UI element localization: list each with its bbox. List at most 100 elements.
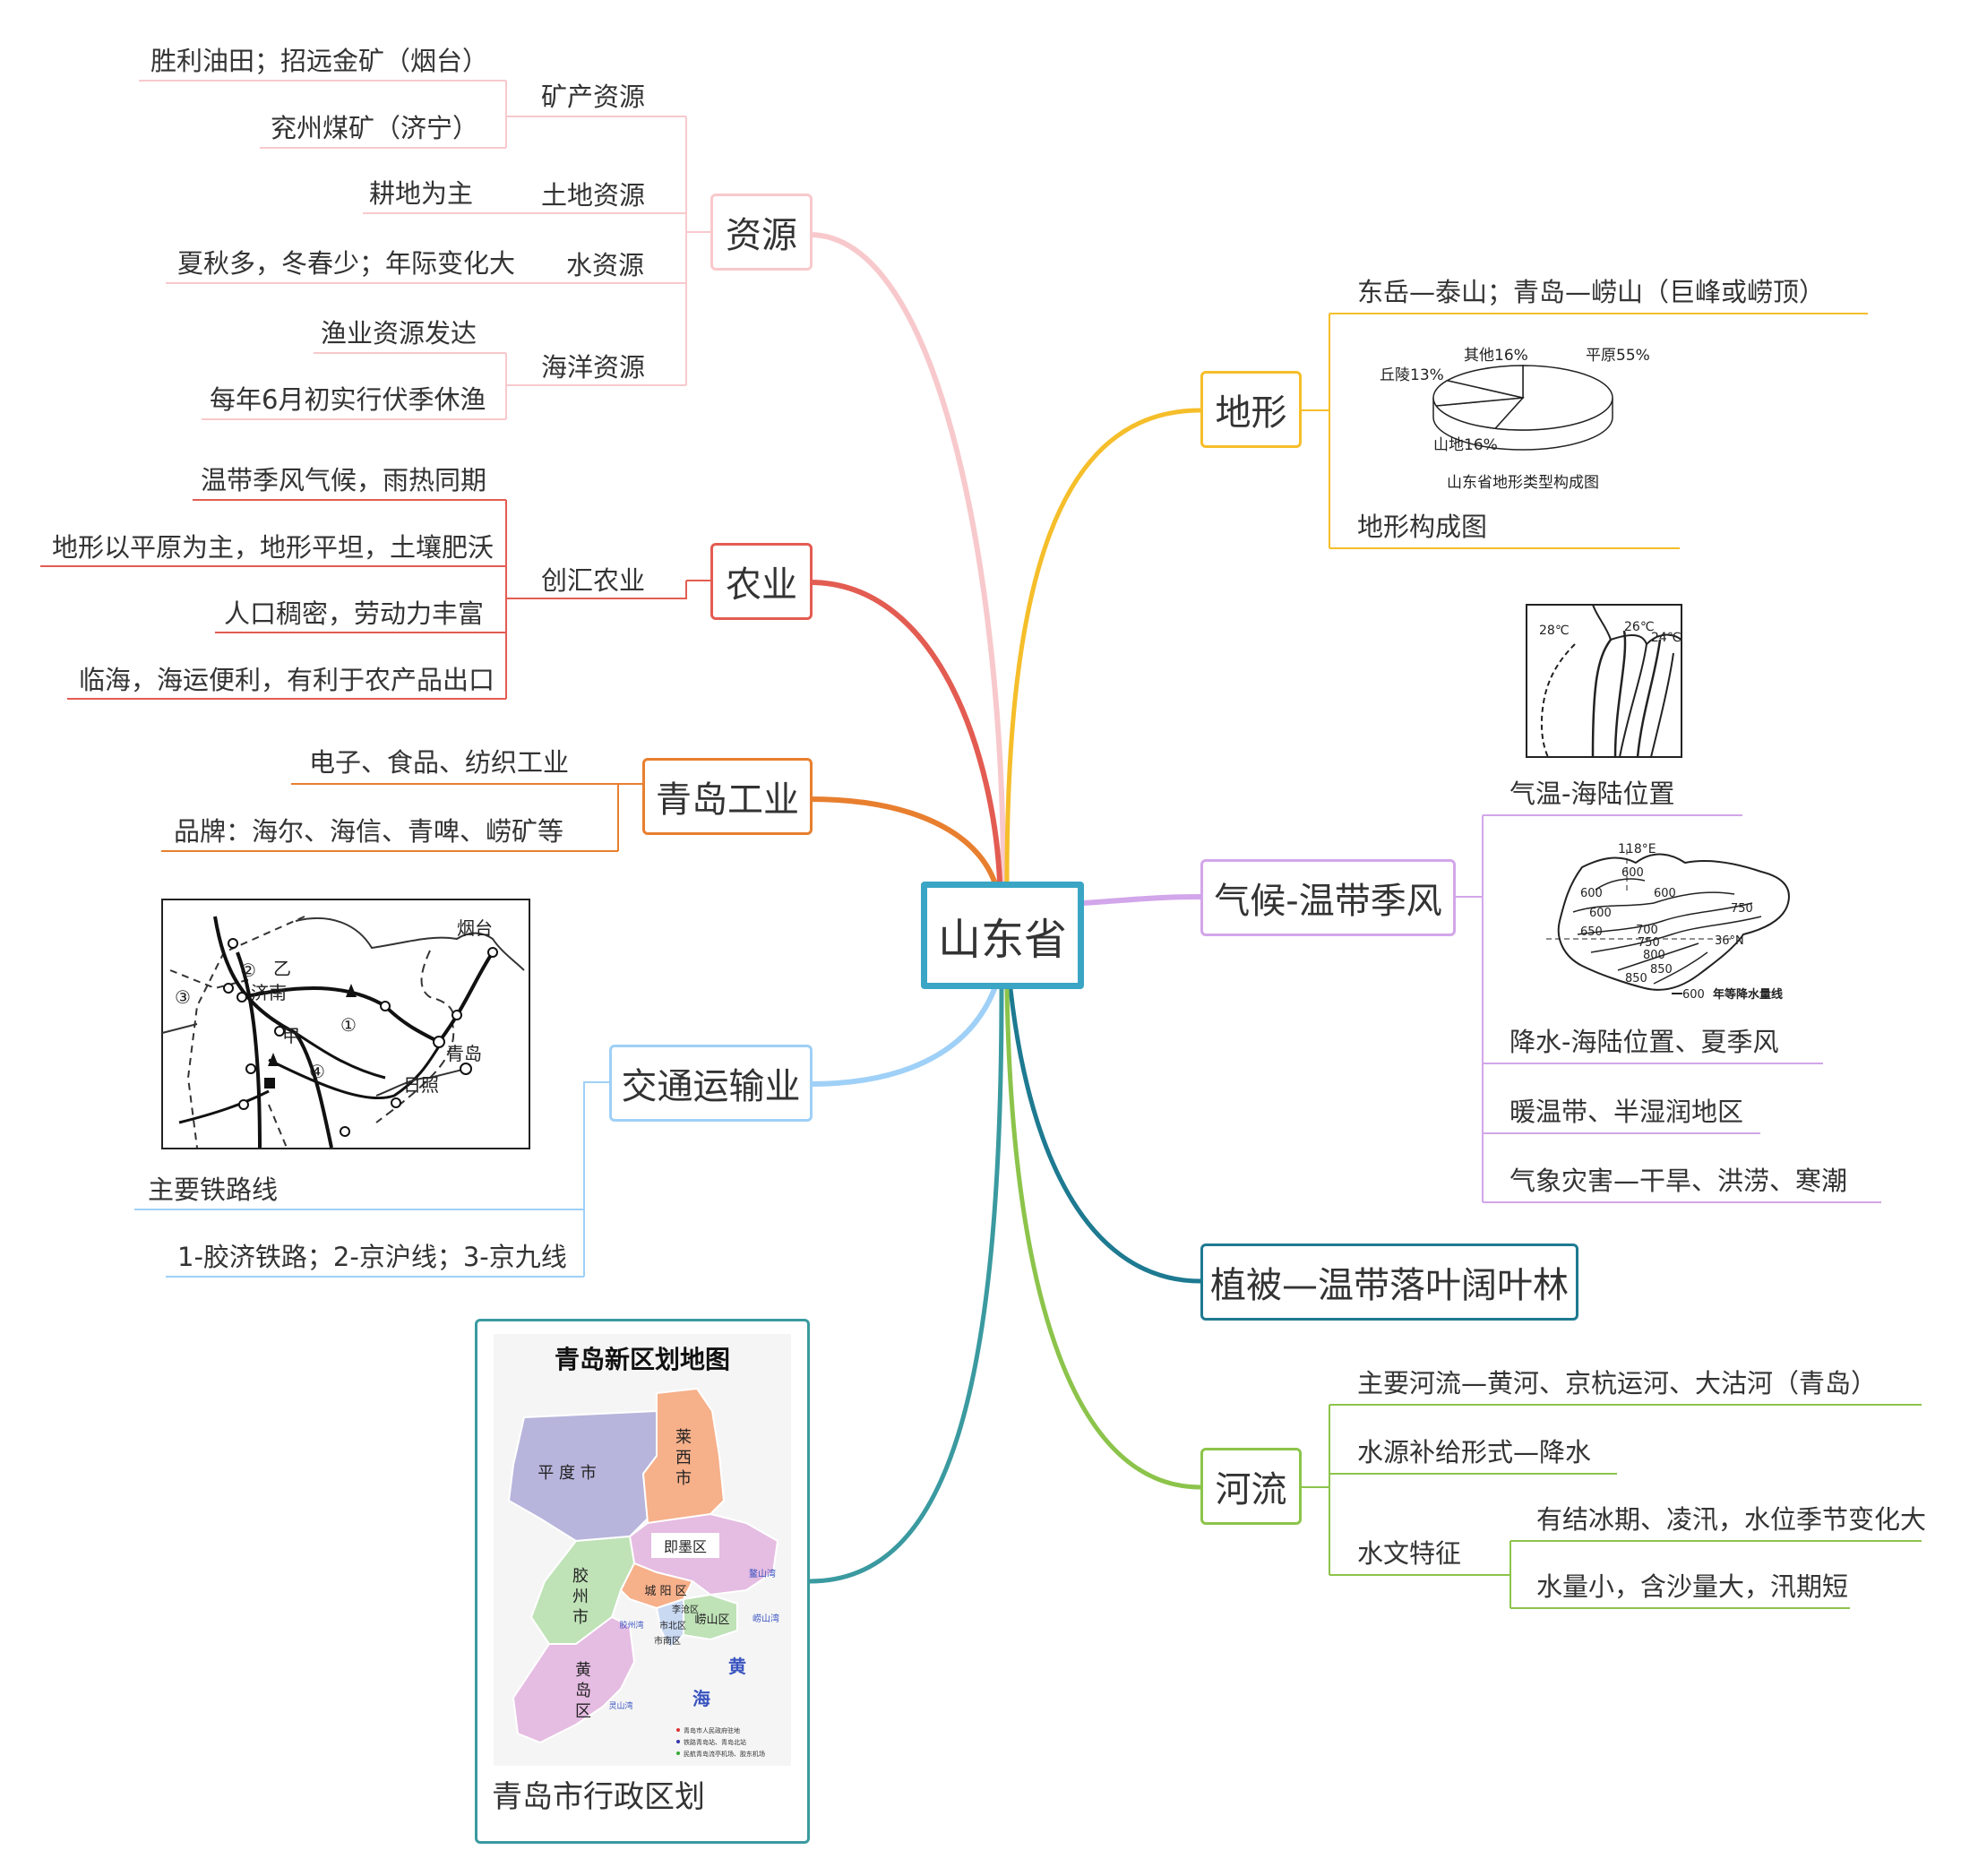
topic-land-item-1[interactable]: 耕地为主	[369, 178, 474, 209]
node-resources[interactable]: 资源	[710, 194, 813, 271]
admin-jiaozhouwan: 胶州湾	[619, 1620, 643, 1631]
map-label-line-1: ①	[340, 1014, 357, 1036]
admin-chengyang: 城 阳 区	[644, 1585, 686, 1598]
topic-mineral-item-1[interactable]: 胜利油田；招远金矿（烟台）	[151, 46, 489, 76]
map-label-jia: 甲	[282, 1025, 300, 1046]
topic-hydrology[interactable]: 水文特征	[1357, 1538, 1462, 1569]
topic-ocean[interactable]: 海洋资源	[541, 352, 646, 383]
admin-legend-2: 铁路青岛站、青岛北站	[684, 1738, 746, 1746]
precip-iso-9: 800	[1643, 949, 1665, 962]
admin-huangdao-2: 岛	[575, 1682, 591, 1700]
link-terrain	[1004, 408, 1203, 884]
map-label-yi: 乙	[273, 958, 291, 979]
topic-main-rivers[interactable]: 主要河流—黄河、京杭运河、大沽河（青岛）	[1357, 1368, 1878, 1398]
temperature-isotherm-map: 28℃ 26℃ 24℃	[1526, 604, 1682, 758]
pie-label-other: 其他16%	[1464, 347, 1528, 365]
topic-mineral-item-2[interactable]: 兖州煤矿（济宁）	[271, 113, 479, 143]
link-vegetation	[1008, 986, 1203, 1284]
node-climate[interactable]: 气候-温带季风	[1200, 859, 1456, 936]
topic-agri-reason-3[interactable]: 人口稠密，劳动力丰富	[224, 598, 485, 629]
map-label-line-4: ④	[309, 1061, 325, 1082]
admin-jimo: 即墨区	[664, 1538, 707, 1555]
temp-label-28: 28℃	[1539, 624, 1570, 638]
precip-iso-8: 750	[1731, 902, 1753, 916]
admin-laixi-2: 西	[675, 1449, 692, 1467]
admin-pingdu: 平 度 市	[538, 1464, 596, 1483]
link-climate	[1081, 894, 1203, 906]
admin-laixi-1: 莱	[675, 1428, 692, 1447]
precip-iso-2: 600	[1580, 887, 1603, 900]
topic-weather-hazards[interactable]: 气象灾害—干旱、洪涝、寒潮	[1509, 1166, 1848, 1196]
pie-slice-平原	[1493, 365, 1613, 431]
admin-shinan: 市南区	[654, 1635, 681, 1647]
topic-water-item-1[interactable]: 夏秋多，冬春少；年际变化大	[177, 248, 516, 279]
precip-iso-7: 750	[1638, 936, 1660, 950]
topic-main-railways[interactable]: 主要铁路线	[148, 1175, 279, 1205]
pie-title: 山东省地形类型构成图	[1447, 474, 1599, 492]
node-vegetation[interactable]: 植被—温带落叶阔叶林	[1200, 1243, 1578, 1321]
node-terrain[interactable]: 地形	[1200, 371, 1302, 448]
admin-laoshanwan: 崂山湾	[753, 1613, 779, 1624]
precipitation-isoline-map: 118°E 36°N 600 600 600 600 650 700 750 7…	[1528, 840, 1797, 1002]
admin-laixi-3: 市	[675, 1469, 692, 1488]
admin-shibei: 市北区	[659, 1620, 686, 1631]
topic-agri-reason-2[interactable]: 地形以平原为主，地形平坦，土壤肥沃	[52, 532, 495, 563]
admin-huangdao-3: 区	[575, 1702, 591, 1721]
precip-iso-11: 850	[1625, 972, 1647, 985]
topic-ocean-item-2[interactable]: 每年6月初实行伏季休渔	[210, 384, 486, 415]
pie-slice-山地	[1434, 397, 1525, 430]
topic-mountains[interactable]: 东岳—泰山；青岛—崂山（巨峰或崂顶）	[1357, 277, 1826, 307]
pie-label-plain: 平原55%	[1586, 347, 1650, 365]
topic-ocean-item-1[interactable]: 渔业资源发达	[321, 318, 477, 349]
admin-aoshanwan: 鳌山湾	[749, 1568, 776, 1579]
precip-iso-5: 650	[1580, 925, 1603, 939]
pie-slice-其他	[1445, 365, 1524, 399]
temp-label-26: 26℃	[1624, 620, 1655, 634]
link-agriculture	[807, 580, 1002, 884]
topic-mineral[interactable]: 矿产资源	[541, 82, 646, 112]
admin-licang: 李沧区	[672, 1604, 699, 1615]
map-label-line-3: ③	[175, 986, 191, 1008]
topic-water[interactable]: 水资源	[566, 250, 645, 280]
precip-legend-text: 年等降水量线	[1713, 987, 1783, 1002]
central-topic[interactable]: 山东省	[921, 882, 1084, 989]
topic-industry-brands[interactable]: 品牌：海尔、海信、青啤、崂矿等	[174, 816, 564, 847]
map-label-yantai: 烟台	[457, 917, 493, 939]
topic-hydrology-2[interactable]: 水量小，含沙量大，汛期短	[1536, 1571, 1849, 1602]
admin-jiaozhou-1: 胶	[572, 1567, 589, 1586]
admin-laoshan: 崂山区	[694, 1614, 729, 1627]
map-label-rizhao: 日照	[403, 1074, 439, 1096]
node-transport[interactable]: 交通运输业	[609, 1045, 813, 1122]
admin-huangdao-1: 黄	[575, 1661, 591, 1680]
topic-climate-zone[interactable]: 暖温带、半湿润地区	[1509, 1097, 1744, 1127]
topic-industry-types[interactable]: 电子、食品、纺织工业	[309, 747, 570, 778]
topic-agri-reason-1[interactable]: 温带季风气候，雨热同期	[201, 465, 487, 495]
topic-agri-reason-4[interactable]: 临海，海运便利，有利于农产品出口	[79, 665, 495, 695]
admin-label: 青岛市行政区划	[492, 1779, 705, 1815]
admin-huanghai-2: 海	[692, 1688, 710, 1709]
precip-iso-4: 600	[1589, 907, 1612, 920]
node-qingdao-admin[interactable]: 青岛新区划地图 平 度 市 莱 西 市 即墨区 胶 州 市 城 阳 区 李沧区 …	[475, 1319, 810, 1844]
temp-label-24: 24℃	[1651, 631, 1681, 645]
admin-jiaozhou-2: 州	[572, 1588, 589, 1606]
topic-hydrology-1[interactable]: 有结冰期、凌汛，水位季节变化大	[1536, 1504, 1927, 1535]
pie-layer	[1432, 365, 1613, 451]
topic-terrain-chart[interactable]: 地形构成图	[1357, 512, 1488, 542]
topic-water-supply[interactable]: 水源补给形式—降水	[1357, 1437, 1592, 1467]
link-transport	[807, 986, 997, 1087]
node-rivers[interactable]: 河流	[1200, 1448, 1302, 1525]
topic-export-agriculture[interactable]: 创汇农业	[541, 565, 646, 596]
admin-map-title: 青岛新区划地图	[555, 1345, 730, 1374]
railway-map: 烟台 济南 青岛 日照 甲 乙 ① ② ③ ④	[161, 899, 530, 1149]
topic-land[interactable]: 土地资源	[541, 180, 646, 211]
precip-iso-1: 600	[1621, 866, 1644, 880]
topic-railway-legend[interactable]: 1-胶济铁路；2-京沪线；3-京九线	[177, 1242, 567, 1272]
admin-huanghai-1: 黄	[728, 1656, 746, 1677]
topic-temperature[interactable]: 气温-海陆位置	[1509, 779, 1675, 809]
node-agriculture[interactable]: 农业	[710, 543, 813, 620]
topic-precipitation[interactable]: 降水-海陆位置、夏季风	[1509, 1027, 1779, 1057]
node-qingdao-industry[interactable]: 青岛工业	[642, 758, 813, 835]
precip-iso-6: 700	[1636, 924, 1658, 937]
